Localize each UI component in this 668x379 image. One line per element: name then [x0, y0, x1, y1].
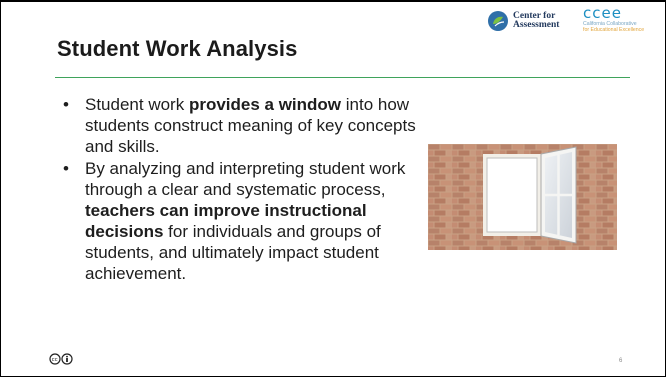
ccee-tagline-1: California Collaborative — [583, 21, 637, 27]
bullet-2-text-bold: teachers can improve instructional decis… — [85, 201, 367, 241]
bullet-icon: • — [63, 95, 69, 114]
bullet-1-text-post: into how students construct meaning of k… — [85, 95, 416, 156]
bullet-2-text-post: for individuals and groups of students, … — [85, 222, 381, 283]
bullet-icon: • — [63, 159, 69, 178]
page-number: 6 — [619, 358, 623, 364]
header-logos: Center for Assessment ccee California Co… — [487, 6, 657, 36]
ccee-tagline-2: for Educational Excellence — [583, 27, 645, 33]
title-divider — [55, 77, 630, 78]
cfa-wordmark: Center for Assessment — [513, 11, 560, 30]
ccee-logo: ccee California Collaborative for Educat… — [583, 4, 657, 34]
cfa-line1: Center for — [513, 11, 556, 21]
bullet-1-text-pre: Student work — [85, 95, 189, 114]
window-in-brick-wall-image — [428, 144, 617, 250]
bullet-2-text-pre: By analyzing and interpreting student wo… — [85, 159, 406, 199]
bullet-item-2: • By analyzing and interpreting student … — [57, 158, 417, 284]
bullet-item-1: • Student work provides a window into ho… — [57, 94, 417, 157]
bullet-1-text-bold: provides a window — [188, 95, 342, 114]
center-for-assessment-logo: Center for Assessment — [487, 10, 559, 32]
ccee-wordmark: ccee — [583, 4, 622, 22]
cfa-leaf-icon — [488, 11, 508, 31]
cfa-line2: Assessment — [513, 20, 560, 30]
bullet-list: • Student work provides a window into ho… — [57, 94, 417, 285]
svg-text:cc: cc — [52, 357, 58, 363]
creative-commons-by-icon: cc — [49, 353, 75, 368]
slide-title: Student Work Analysis — [57, 36, 298, 61]
